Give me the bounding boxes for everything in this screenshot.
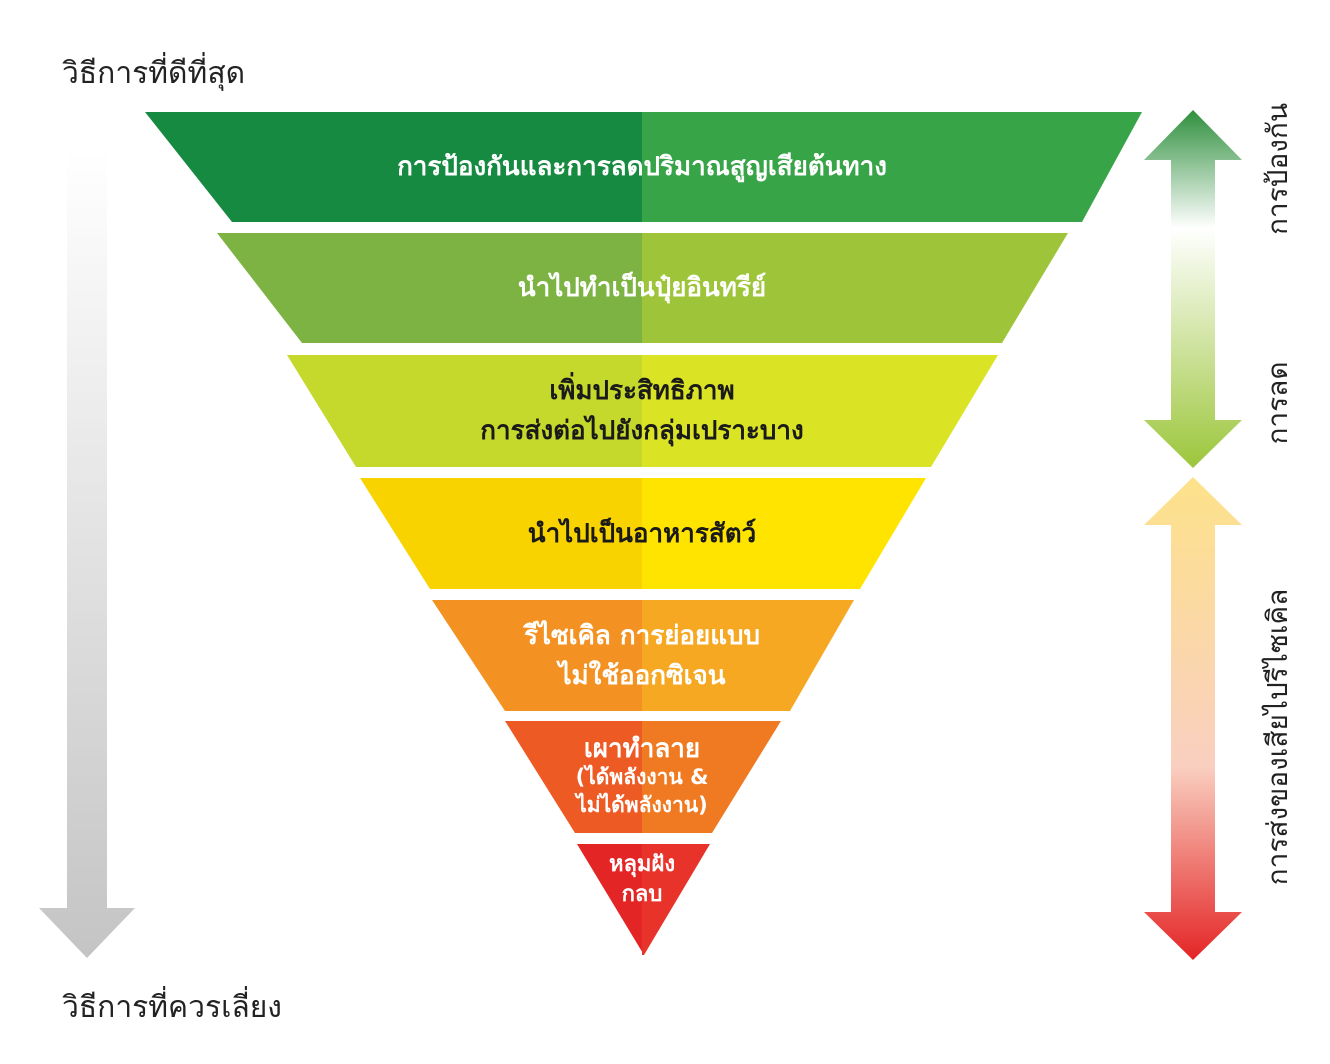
tier-5-line-1: รีไซเคิล การย่อยแบบ (523, 620, 761, 651)
tier-5-left (432, 600, 642, 711)
tier-3-label: เพิ่มประสิทธิภาพการส่งต่อไปยังกลุ่มเปราะ… (342, 371, 942, 451)
tier-6-label: เผาทำลาย(ได้พลังงาน & ไม่ได้พลังงาน) (342, 735, 942, 819)
pyramid-tiers (145, 112, 1142, 955)
side-label-reduction: การลด (1261, 361, 1294, 445)
tier-5-right (642, 600, 854, 711)
tier-6-line-1: เผาทำลาย (583, 734, 701, 764)
best-method-label: วิธีการที่ดีที่สุด (62, 56, 246, 91)
tier-2-line-1: นำไปทำเป็นปุ๋ยอินทรีย์ (517, 273, 767, 303)
tier-5-label: รีไซเคิล การย่อยแบบไม่ใช้ออกซิเจน (342, 616, 942, 696)
tier-7-label: หลุมฝังกลบ (342, 850, 942, 910)
tier-5-line-2: ไม่ใช้ออกซิเจน (558, 660, 726, 691)
tier-2-right (642, 233, 1068, 343)
tier-7-line-1: หลุมฝัง (608, 852, 676, 877)
tier-6-line-2: (ได้พลังงาน & (575, 765, 709, 789)
avoid-method-label: วิธีการที่ควรเลี่ยง (62, 990, 282, 1025)
tier-3-line-2: การส่งต่อไปยังกลุ่มเปราะบาง (480, 416, 804, 446)
tier-4-right (642, 478, 926, 589)
tier-3-left (287, 355, 642, 467)
tier-7-right (642, 844, 710, 955)
tier-4-left (360, 478, 642, 589)
tier-4-line-1: นำไปเป็นอาหารสัตว์ (527, 518, 757, 549)
tier-3-line-1: เพิ่มประสิทธิภาพ (549, 376, 735, 406)
tier-1-left (145, 112, 642, 222)
tier-1-line-1: การป้องกันและการลดปริมาณสูญเสียต้นทาง (397, 152, 887, 182)
prevention-reduction-arrow (1144, 110, 1242, 468)
side-label-recycling: การส่งของเสียไปรีไซเคิล (1261, 588, 1294, 886)
tier-7-left (577, 844, 644, 955)
tier-2-left (217, 233, 642, 343)
tier-4-label: นำไปเป็นอาหารสัตว์ (342, 516, 942, 552)
left-down-arrow (39, 150, 135, 958)
tier-6-left (505, 721, 642, 833)
tier-6-right (642, 721, 781, 833)
tier-2-label: นำไปทำเป็นปุ๋ยอินทรีย์ (342, 270, 942, 306)
tier-3-right (642, 355, 998, 467)
side-label-prevention: การป้องกัน (1261, 102, 1294, 236)
tier-6-line-3: ไม่ได้พลังงาน) (576, 793, 708, 817)
tier-7-line-2: กลบ (621, 882, 663, 907)
tier-1-label: การป้องกันและการลดปริมาณสูญเสียต้นทาง (342, 149, 942, 185)
tier-1-right (642, 112, 1142, 222)
recycling-arrow (1144, 477, 1242, 960)
